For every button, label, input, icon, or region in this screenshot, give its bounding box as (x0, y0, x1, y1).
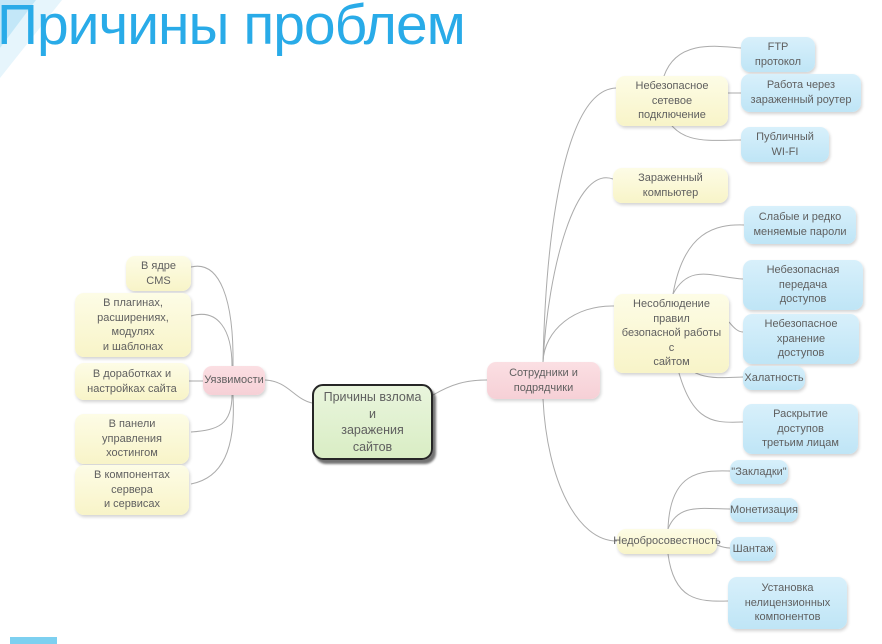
node-infected-router[interactable]: Работа через зараженный роутер (741, 74, 861, 112)
node-rules-violation[interactable]: Несоблюдение правил безопасной работы с … (614, 294, 729, 373)
node-staff-contractors[interactable]: Сотрудники и подрядчики (487, 362, 600, 399)
connector-line (542, 177, 614, 363)
node-bad-faith[interactable]: Недобросовестность (613, 529, 721, 554)
node-ftp-protocol[interactable]: FTP протокол (741, 37, 815, 73)
connector-line (190, 313, 233, 367)
node-negligence[interactable]: Халатность (743, 366, 805, 390)
node-blackmail[interactable]: Шантаж (730, 537, 776, 561)
node-monetization[interactable]: Монетизация (730, 498, 798, 522)
connector-line (190, 394, 233, 433)
connector-line (672, 273, 744, 295)
connector-line (667, 507, 731, 530)
node-cms-core[interactable]: В ядре CMS (126, 256, 191, 292)
connector-line (716, 544, 731, 549)
node-public-wifi[interactable]: Публичный WI-FI (741, 127, 829, 163)
connector-line (728, 321, 744, 333)
node-vulnerabilities[interactable]: Уязвимости (203, 366, 265, 395)
accent-bar (10, 637, 57, 644)
connector-line (663, 45, 742, 77)
connector-line (190, 394, 234, 485)
node-weak-passwords[interactable]: Слабые и редко меняемые пароли (744, 206, 856, 244)
connector-line (672, 224, 745, 295)
connector-line (264, 379, 313, 404)
connector-line (542, 87, 617, 363)
node-insecure-storage[interactable]: Небезопасное хранение доступов (743, 314, 859, 364)
connector-line (542, 398, 618, 542)
connector-line (432, 379, 488, 396)
node-infected-computer[interactable]: Зараженный компьютер (613, 168, 728, 204)
connector-line (667, 553, 729, 602)
connector-line (542, 305, 615, 363)
node-unlicensed-components[interactable]: Установка нелицензионных компонентов (728, 577, 847, 629)
node-server-components[interactable]: В компонентах сервера и сервисах (75, 465, 189, 515)
node-access-disclosure[interactable]: Раскрытие доступов третьим лицам (743, 404, 858, 454)
node-backdoors[interactable]: "Закладки" (730, 460, 788, 484)
node-insecure-transfer[interactable]: Небезопасная передача доступов (743, 260, 863, 310)
node-site-mods[interactable]: В доработках и настройках сайта (75, 363, 189, 400)
connector-line (190, 265, 234, 367)
connector-line (667, 470, 731, 530)
page-title: Причины проблем (0, 0, 466, 57)
node-root[interactable]: Причины взлома и заражения сайтов (312, 384, 433, 460)
left-branch-connectors (189, 265, 313, 485)
node-plugins[interactable]: В плагинах, расширениях, модулях и шабло… (75, 293, 191, 358)
node-hosting-panel[interactable]: В панели управления хостингом (75, 414, 189, 464)
node-insecure-connection[interactable]: Небезопасное сетевое подключение (616, 76, 728, 126)
